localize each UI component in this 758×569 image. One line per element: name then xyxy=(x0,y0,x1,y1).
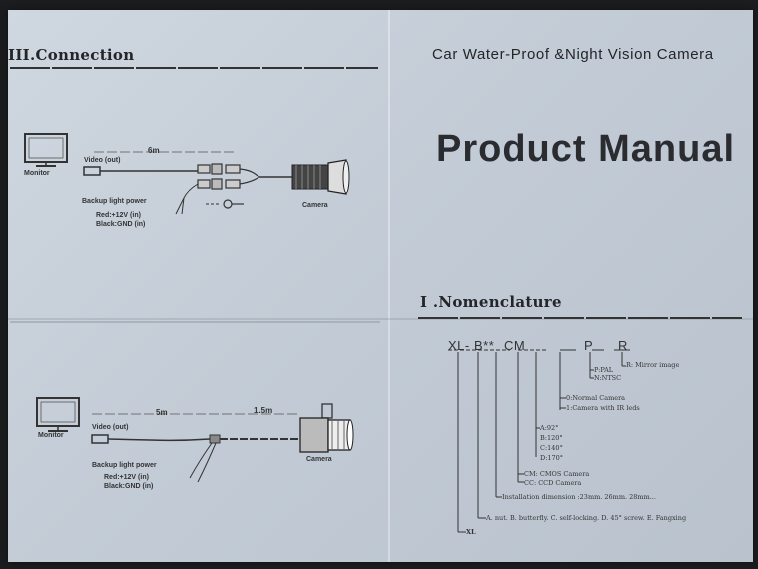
label-ntsc: N:NTSC xyxy=(594,374,622,382)
video-label-top: Video (out) xyxy=(84,157,121,164)
backup-power-label-top: Backup light power xyxy=(82,198,147,205)
code-part-cm: CM xyxy=(504,338,526,353)
backup-power-label-bottom: Backup light power xyxy=(92,462,157,469)
code-part-b: B** xyxy=(474,338,495,353)
black-wire-label-bottom: Black:GND (in) xyxy=(104,483,154,490)
cover-title: Product Manual xyxy=(436,128,736,170)
label-mirror: R: Mirror image xyxy=(626,361,680,369)
label-xl: XL xyxy=(466,528,476,536)
nomenclature-tree xyxy=(448,349,630,533)
connection-title: III.Connection xyxy=(8,46,135,64)
label-install-dimension: Installation dimension :23mm. 26mm. 28mm… xyxy=(502,493,656,501)
red-wire-label-top: Red:+12V (in) xyxy=(96,212,141,219)
monitor-label-top: Monitor xyxy=(24,170,50,177)
length-label-bottom-a: 5m xyxy=(156,408,168,417)
camera-label-bottom: Camera xyxy=(306,456,332,463)
code-part-xl: XL- xyxy=(448,338,470,353)
camera-label-top: Camera xyxy=(302,202,328,209)
label-mount-types: A. nut. B. butterfly. C. self-locking. D… xyxy=(486,514,687,522)
label-ccd: CC: CCD Camera xyxy=(524,479,582,487)
code-part-p: P xyxy=(584,338,594,353)
code-part-r: R xyxy=(618,338,628,353)
video-label-bottom: Video (out) xyxy=(92,424,129,431)
rca-connectors-icon xyxy=(197,163,292,190)
label-normal: 0:Normal Camera xyxy=(566,394,626,402)
monitor-icon-top xyxy=(24,133,68,167)
dc-jack-icon xyxy=(206,199,244,209)
label-ir: 1:Camera with IR leds xyxy=(566,404,640,412)
label-angle-b: B:120° xyxy=(540,434,563,442)
length-label-bottom-b: 1.5m xyxy=(254,406,273,415)
label-angle-c: C:140° xyxy=(540,444,563,452)
monitor-icon-bottom xyxy=(36,397,80,432)
label-cmos: CM: CMOS Camera xyxy=(524,470,590,478)
cover-subtitle: Car Water-Proof &Night Vision Camera xyxy=(432,46,714,63)
label-pal: P:PAL xyxy=(594,366,614,374)
label-angle-d: D:170° xyxy=(540,454,564,462)
black-wire-label-top: Black:GND (in) xyxy=(96,221,146,228)
red-wire-label-bottom: Red:+12V (in) xyxy=(104,474,149,481)
monitor-label-bottom: Monitor xyxy=(38,432,64,439)
fold-line-horizontal xyxy=(8,318,753,320)
camera-icon-bottom xyxy=(299,403,354,453)
nomenclature-title: I .Nomenclature xyxy=(420,293,562,311)
manual-sheet xyxy=(8,10,753,562)
camera-icon-top xyxy=(291,159,350,195)
length-label-top: 6m xyxy=(148,146,160,155)
fold-line-vertical xyxy=(388,10,390,562)
label-angle-a: A:92° xyxy=(540,424,559,432)
